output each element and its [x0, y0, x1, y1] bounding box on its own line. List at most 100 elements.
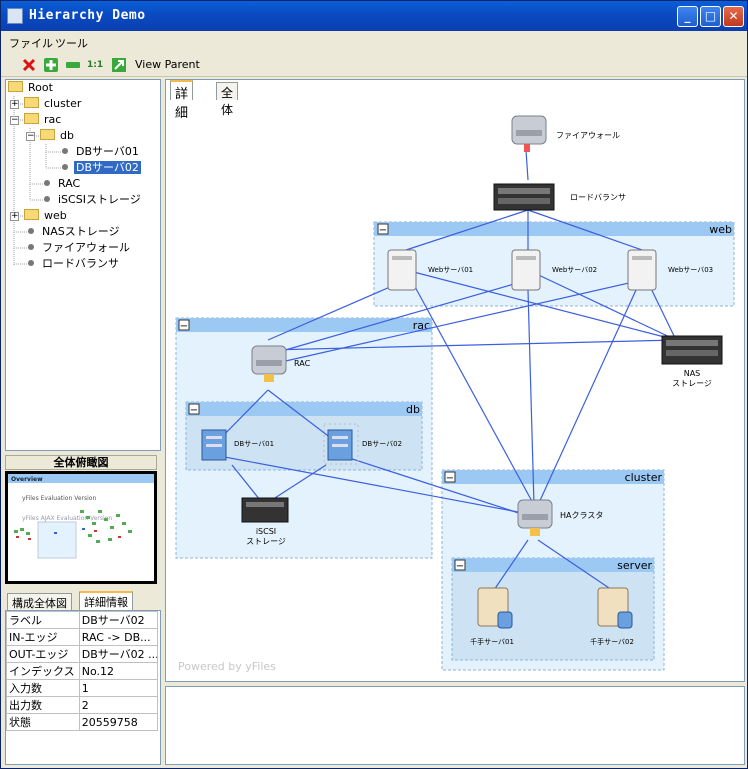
label-iscsi-1: iSCSI — [256, 527, 276, 536]
label-nas-2: ストレージ — [672, 379, 712, 388]
folder-icon — [24, 209, 39, 220]
tree-node-root[interactable]: Root — [8, 80, 55, 96]
label-iscsi-2: ストレージ — [246, 537, 286, 546]
node-web1[interactable]: Webサーバ01 — [387, 249, 473, 291]
tree-node-db[interactable]: db — [40, 128, 76, 144]
window-title: Hierarchy Demo — [29, 8, 146, 23]
node-web2[interactable]: Webサーバ02 — [511, 249, 597, 291]
node-server1[interactable]: 千手サーバ01 — [470, 587, 514, 646]
tab-details[interactable]: 詳細情報 — [79, 591, 133, 611]
powered-by-label: Powered by yFiles — [178, 660, 276, 673]
node-ha-cluster[interactable]: HAクラスタ — [517, 499, 603, 536]
tree-node-db1[interactable]: DBサーバ01 — [58, 144, 141, 160]
folder-open-icon — [40, 129, 55, 140]
collapse-group-button[interactable] — [188, 403, 200, 415]
view-parent-icon[interactable] — [111, 57, 127, 73]
menu-file[interactable]: ファイル — [9, 37, 53, 50]
zoom-original-button[interactable]: 1:1 — [87, 60, 104, 70]
menu-tools[interactable]: ツール — [55, 37, 88, 50]
overview-thumbnail: Overview yFiles Evaluation Version yFile… — [8, 474, 154, 559]
overview-inner-title: Overview — [11, 476, 43, 483]
node-load-balancer[interactable]: ロードバランサ — [493, 183, 626, 211]
minimize-button[interactable]: _ — [677, 6, 698, 27]
label-web1: Webサーバ01 — [428, 266, 473, 274]
tree-node-web[interactable]: web — [24, 208, 69, 224]
close-button[interactable]: ✕ — [723, 6, 744, 27]
leaf-node-icon — [62, 148, 68, 154]
tree-node-lb[interactable]: ロードバランサ — [24, 256, 121, 272]
property-value: RAC -> DB... — [78, 628, 159, 646]
left-pane: Root + cluster − rac − db DBサーバ01 DBサーバ0… — [5, 79, 161, 765]
graph-canvas-panel: 詳細 全体 − web − rac — [165, 79, 745, 682]
collapse-icon[interactable]: − — [10, 115, 19, 125]
property-key: 入力数 — [6, 679, 80, 697]
tab-detail-view[interactable]: 詳細 — [170, 80, 194, 121]
folder-open-icon — [24, 113, 39, 124]
node-rac[interactable]: RAC — [251, 345, 311, 382]
group-web[interactable]: − web — [373, 221, 735, 307]
overview-watermark-1: yFiles Evaluation Version — [22, 495, 96, 502]
tab-structure[interactable]: 構成全体図 — [7, 593, 72, 611]
node-web3[interactable]: Webサーバ03 — [627, 249, 713, 291]
leaf-node-icon — [28, 260, 34, 266]
collapse-group-button[interactable] — [444, 471, 456, 483]
property-value: No.12 — [78, 662, 159, 680]
tree-node-nas[interactable]: NASストレージ — [24, 224, 122, 240]
tab-overall-view[interactable]: 全体 — [216, 82, 239, 117]
tree-node-firewall[interactable]: ファイアウォール — [24, 240, 132, 256]
network-graph[interactable]: − web − rac − db — [166, 100, 744, 680]
node-db1[interactable]: DBサーバ01 — [201, 429, 274, 461]
node-server2[interactable]: 千手サーバ02 — [590, 587, 634, 646]
label-rac: RAC — [294, 359, 311, 368]
tree-node-iscsi[interactable]: iSCSIストレージ — [40, 192, 143, 208]
collapse-sign: − — [456, 561, 464, 572]
property-value: DBサーバ02 — [78, 611, 159, 629]
view-parent-button[interactable]: View Parent — [135, 58, 200, 71]
collapse-icon[interactable]: − — [26, 131, 35, 141]
overview-title: 全体俯瞰図 — [5, 455, 157, 470]
property-value: 2 — [78, 696, 159, 714]
property-key: 出力数 — [6, 696, 80, 714]
folder-icon — [24, 97, 39, 108]
label-ha-cluster: HAクラスタ — [560, 511, 603, 520]
label-server1: 千手サーバ01 — [470, 637, 514, 646]
collapse-group-button[interactable] — [178, 319, 190, 331]
tree-node-rac[interactable]: rac — [24, 112, 63, 128]
node-iscsi[interactable]: iSCSI ストレージ — [241, 497, 289, 546]
property-key: インデックス — [6, 662, 80, 680]
collapse-group-button[interactable] — [454, 559, 466, 571]
property-value: 1 — [78, 679, 159, 697]
node-firewall[interactable]: ファイアウォール — [511, 115, 620, 152]
collapse-group-button[interactable] — [377, 223, 389, 235]
collapse-sign: − — [446, 473, 454, 484]
group-server-label: server — [617, 559, 652, 572]
tree-node-cluster[interactable]: cluster — [24, 96, 83, 112]
hierarchy-tree[interactable]: Root + cluster − rac − db DBサーバ01 DBサーバ0… — [5, 79, 161, 451]
expand-icon[interactable]: + — [10, 211, 19, 221]
property-key: OUT-エッジ — [6, 645, 80, 663]
left-bottom-tabs: 構成全体図 詳細情報 — [5, 591, 161, 611]
group-web-label: web — [709, 223, 732, 236]
zoom-in-icon[interactable] — [43, 57, 59, 73]
label-load-balancer: ロードバランサ — [570, 193, 626, 202]
node-nas[interactable]: NAS ストレージ — [661, 335, 723, 388]
leaf-node-icon — [44, 196, 50, 202]
zoom-out-icon[interactable] — [65, 57, 81, 73]
tree-node-rac-server[interactable]: RAC — [40, 176, 82, 192]
leaf-node-icon — [28, 228, 34, 234]
group-db-label: db — [406, 403, 420, 416]
maximize-button[interactable]: □ — [700, 6, 721, 27]
node-db2[interactable]: DBサーバ02 — [323, 423, 402, 465]
overview-watermark-2: yFiles AJAX Evaluation Version — [22, 515, 112, 522]
tree-node-db2[interactable]: DBサーバ02 — [58, 160, 142, 176]
delete-icon[interactable] — [21, 57, 37, 73]
overview-panel[interactable]: Overview yFiles Evaluation Version yFile… — [5, 471, 157, 584]
expand-icon[interactable]: + — [10, 99, 19, 109]
menu-bar: ファイル ツール — [1, 31, 747, 53]
